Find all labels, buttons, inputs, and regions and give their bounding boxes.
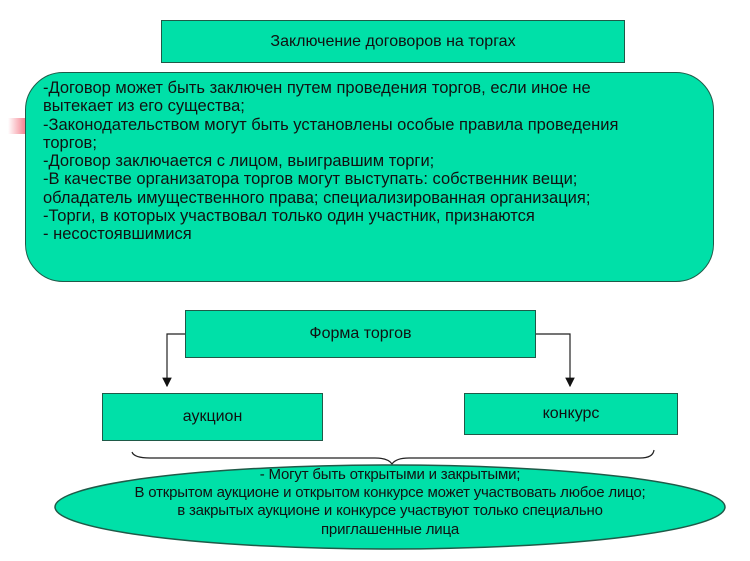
note-line: - Могут быть открытыми и закрытыми; [259,466,521,483]
main-point-line: -В качестве организатора торгов могут вы… [43,170,578,189]
form-of-auction-box: Форма торгов [185,310,536,358]
decorative-red-mark [8,118,30,134]
main-point-line: - несостоявшимися [43,225,192,244]
curly-brace [131,449,655,466]
title-box: Заключение договоров на торгах [161,20,625,63]
form-label: Форма торгов [309,325,412,342]
contest-label: конкурс [542,405,600,422]
auction-label: аукцион [182,408,243,425]
note-text: - Могут быть открытыми и закрытыми; В от… [55,466,725,539]
auction-box: аукцион [102,393,323,441]
connector-to-contest [536,333,575,388]
main-points-box: -Договор может быть заключен путем прове… [25,72,714,282]
main-point-line: -Торги, в которых участвовал только один… [43,207,535,226]
main-point-line: обладатель имущественного права; специал… [43,188,591,207]
contest-box: конкурс [464,393,678,435]
diagram-title: Заключение договоров на торгах [270,32,516,50]
main-point-line: торгов; [43,133,97,152]
note-ellipse [54,464,726,550]
note-line: В открытом аукционе и открытом конкурсе … [134,484,646,502]
main-point-line: вытекает из его существа; [43,97,245,116]
main-point-line: -Законодательством могут быть установлен… [43,115,619,134]
note-line: в закрытых аукционе и конкурсе участвуют… [177,502,603,520]
connector-to-auction [162,333,185,388]
note-line: приглашенные лица [321,520,459,538]
main-point-line: -Договор заключается с лицом, выигравшим… [43,152,435,171]
main-point-line: -Договор может быть заключен путем прове… [43,79,591,97]
